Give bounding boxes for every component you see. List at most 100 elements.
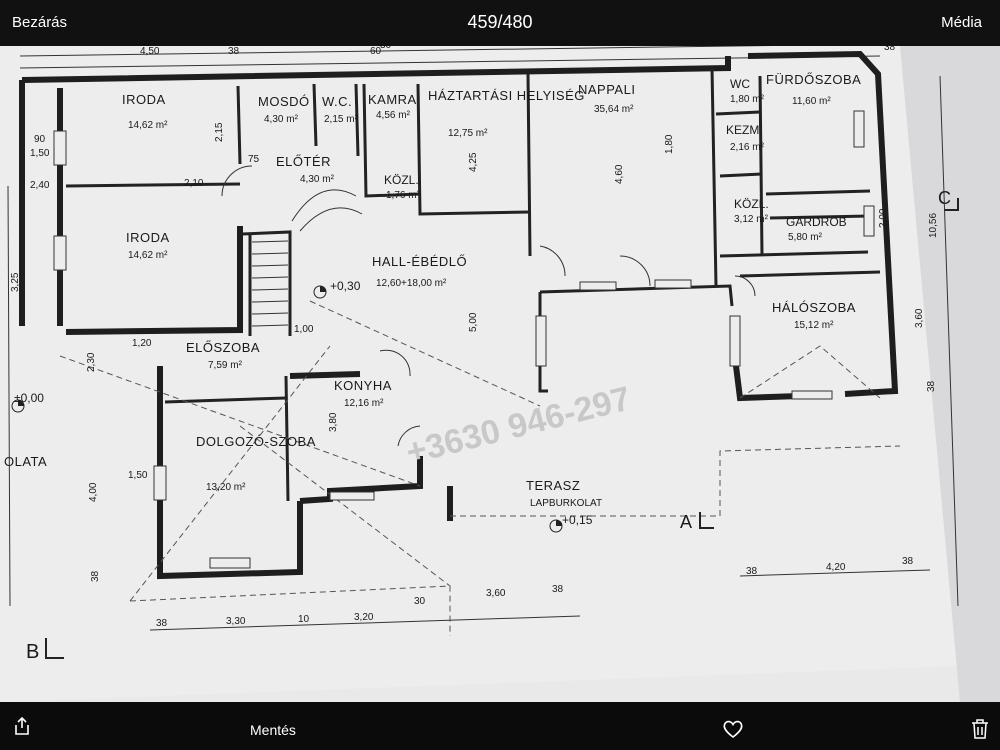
paper-sheet — [0, 46, 960, 702]
viewer-top-bar: Bezárás 459/480 Média — [0, 0, 1000, 46]
room-area-kozl2: 3,12 m² — [734, 214, 769, 225]
room-name-wc2: WC — [730, 77, 750, 91]
bottom-dim-0: 38 — [156, 618, 168, 629]
room-name-eloter: ELŐTÉR — [276, 154, 331, 169]
room-area-dolgozo: 13,20 m² — [206, 482, 246, 493]
dim-a14: 1,50 — [128, 470, 148, 481]
room-area-eloszoba: 7,59 m² — [208, 360, 243, 371]
room-name-wc1: W.C. — [322, 94, 352, 109]
right-dim-2: 2,00 — [878, 208, 889, 228]
dim-a8: 5,00 — [468, 312, 479, 332]
room-name-mosdo: MOSDÓ — [258, 94, 310, 109]
room-name-kezm: KEZM. — [726, 123, 763, 137]
media-button[interactable]: Média — [941, 14, 982, 31]
top-dimensions: 4,50 38 30 38 — [140, 46, 896, 57]
floor-plan-drawing: IRODA 14,62 m² MOSDÓ 4,30 m² W.C. 2,15 m… — [0, 46, 1000, 702]
heart-icon[interactable] — [722, 718, 744, 740]
section-mark-a: A — [680, 512, 692, 532]
room-name-furdoszoba: FÜRDŐSZOBA — [766, 72, 861, 87]
level-015: +0,15 — [562, 513, 593, 527]
dim-a7: 60 — [370, 46, 382, 57]
room-name-nappali: NAPPALI — [578, 82, 635, 97]
room-name-kozl1: KÖZL. — [384, 173, 419, 187]
bottom-dim-6: 38 — [552, 584, 564, 595]
bottom-dim-1: 3,30 — [226, 616, 246, 627]
room-name-gardrob: GARDRÓB — [786, 214, 847, 229]
room-name-haztartasi: HÁZTARTÁSI HELYISÉG — [428, 88, 585, 103]
section-marks: A B C — [26, 188, 959, 663]
top-dimension-line — [19, 46, 881, 69]
dim-a2: 2,40 — [30, 180, 50, 191]
left-dim-0: 3,25 — [10, 272, 21, 292]
room-area-iroda1: 14,62 m² — [128, 120, 168, 131]
dim-a11: 2,15 — [214, 122, 225, 142]
bottom-dim-4: 30 — [414, 596, 426, 607]
right-dim-1: 10,56 — [928, 213, 939, 238]
floor-plan-photo[interactable]: IRODA 14,62 m² MOSDÓ 4,30 m² W.C. 2,15 m… — [0, 46, 1000, 702]
left-dim-1: 4,00 — [88, 482, 99, 502]
room-area-gardrob: 5,80 m² — [788, 232, 823, 243]
side-dimensions: 3,25 4,00 2,30 38 3,60 10,56 2,00 38 — [7, 75, 959, 607]
right-dim-3: 38 — [926, 380, 937, 392]
opening-dimensions: 90 1,50 2,40 2,10 1,80 1,00 75 60 5,00 3… — [30, 46, 675, 481]
right-dim-0: 3,60 — [914, 308, 925, 328]
right-bottom-dim-2: 38 — [902, 556, 914, 567]
room-area-furdoszoba: 11,60 m² — [792, 96, 831, 107]
right-bottom-dim-0: 38 — [746, 566, 758, 577]
room-name-dolgozo: DOLGOZÓ-SZOBA — [196, 434, 316, 449]
room-name-konyha: KONYHA — [334, 378, 392, 393]
outer-walls — [19, 50, 899, 580]
room-name-hall: HALL-ÉBÉDLŐ — [372, 254, 467, 269]
olata-label: OLATA — [4, 454, 47, 469]
dim-a3: 2,10 — [184, 178, 204, 189]
share-icon[interactable] — [12, 716, 32, 736]
close-button[interactable]: Bezárás — [12, 14, 68, 31]
trash-icon[interactable] — [970, 718, 990, 740]
left-dim-3: 38 — [90, 570, 101, 582]
top-dim-1: 38 — [228, 46, 240, 57]
room-name-kozl2: KÖZL. — [734, 197, 769, 211]
room-area-iroda2: 14,62 m² — [128, 250, 168, 261]
bottom-dim-5: 3,60 — [486, 588, 506, 599]
room-area-eloter: 4,30 m² — [300, 174, 335, 185]
room-area-kezm: 2,16 m² — [730, 142, 765, 153]
room-area-konyha: 12,16 m² — [344, 398, 384, 409]
inner-walls — [65, 67, 881, 502]
room-area-hall: 12,60+18,00 m² — [376, 278, 447, 289]
room-name-haloszoba: HÁLÓSZOBA — [772, 300, 856, 315]
room-area-haztartasi: 12,75 m² — [448, 128, 488, 139]
room-name-terasz: TERASZ — [526, 478, 580, 493]
room-area-mosdo: 4,30 m² — [264, 114, 299, 125]
level-000: ±0,00 — [14, 391, 44, 405]
room-area-kamra: 4,56 m² — [376, 110, 411, 121]
dim-a0: 90 — [34, 134, 46, 145]
bottom-dimension-line: 38 3,30 10 3,20 30 3,60 38 38 4,20 38 — [149, 556, 931, 631]
level-markers: +0,30 ±0,00 OLATA +0,15 — [4, 279, 593, 533]
dim-a5: 1,00 — [294, 324, 314, 335]
top-dim-3: 38 — [884, 46, 896, 53]
photo-counter: 459/480 — [467, 12, 533, 32]
dim-a1: 1,50 — [30, 148, 50, 159]
room-area-terasz: LAPBURKOLAT — [530, 498, 602, 509]
left-dim-2: 2,30 — [86, 352, 97, 372]
room-area-kozl1: 1,76 m² — [386, 190, 421, 201]
dim-a4: 1,80 — [664, 134, 675, 154]
top-dim-2: 30 — [380, 46, 392, 51]
dim-a13: 4,60 — [614, 164, 625, 184]
room-area-haloszoba: 15,12 m² — [794, 320, 834, 331]
room-name-kamra: KAMRA — [368, 92, 417, 107]
room-name-iroda1: IRODA — [122, 92, 166, 107]
dim-a6: 75 — [248, 154, 260, 165]
room-area-wc2: 1,80 m² — [730, 94, 765, 105]
viewer-bottom-bar: Mentés — [0, 702, 1000, 750]
bottom-dim-2: 10 — [298, 614, 310, 625]
top-dim-0: 4,50 — [140, 46, 160, 57]
dim-a9: 3,80 — [328, 412, 339, 432]
level-030: +0,30 — [330, 279, 361, 293]
terrace-outline — [59, 300, 901, 636]
staircase — [251, 189, 363, 327]
door-swings — [221, 165, 756, 447]
room-name-iroda2: IRODA — [126, 230, 170, 245]
room-name-eloszoba: ELŐSZOBA — [186, 340, 260, 355]
save-button[interactable]: Mentés — [250, 722, 296, 738]
